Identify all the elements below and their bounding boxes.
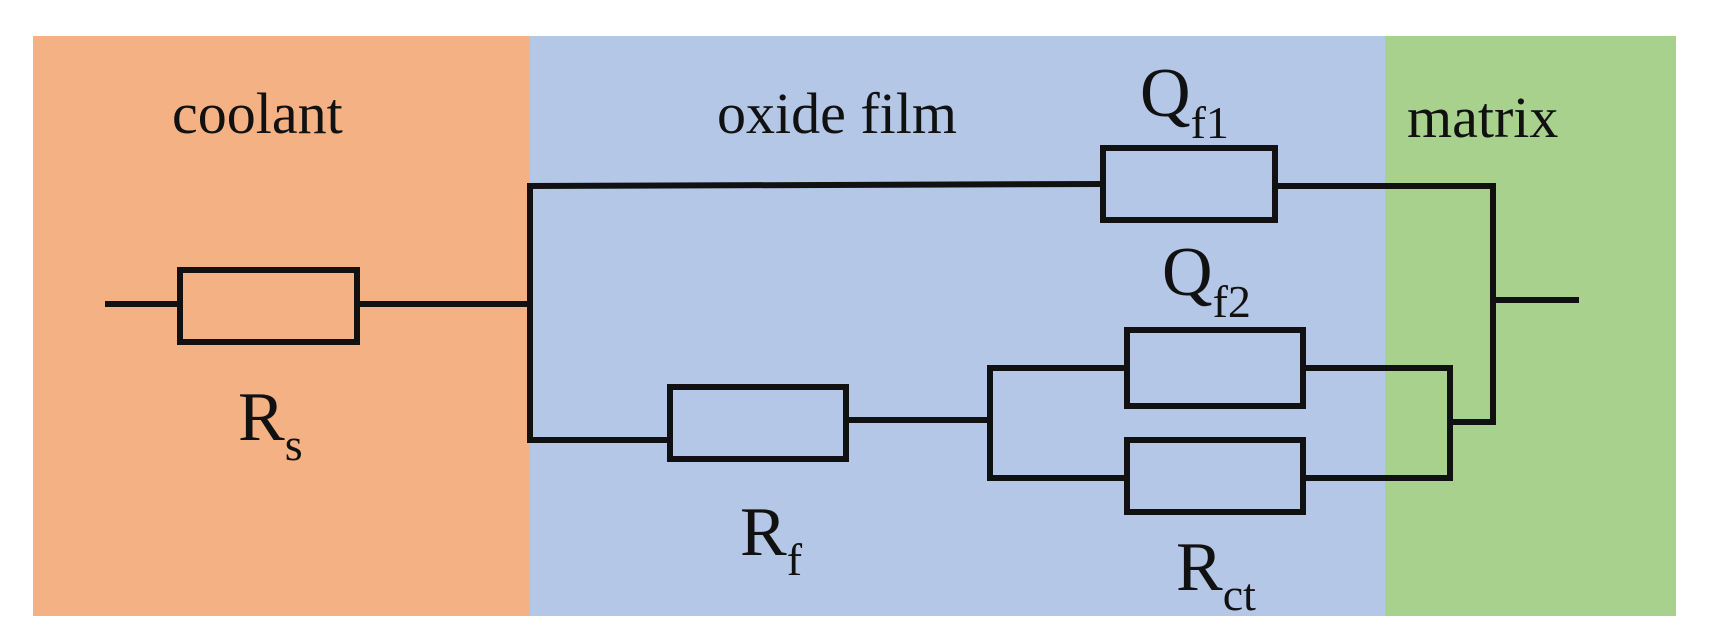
rs-label: Rs (238, 379, 303, 470)
qf2-element (1124, 327, 1306, 409)
rs-resistor (177, 267, 360, 345)
oxide-film-label: oxide film (717, 81, 957, 146)
qf1-label: Qf1 (1140, 55, 1229, 148)
qf2-label: Qf2 (1162, 234, 1251, 327)
coolant-label: coolant (172, 81, 343, 146)
rf-label: Rf (740, 494, 803, 585)
matrix-region (1385, 36, 1676, 616)
rct-resistor (1124, 437, 1306, 515)
matrix-label: matrix (1407, 85, 1558, 150)
rct-label: Rct (1176, 529, 1256, 620)
coolant-region (33, 36, 530, 616)
oxide-film-region (530, 36, 1385, 616)
qf1-element (1100, 145, 1278, 223)
circuit-wires (105, 180, 1579, 481)
rf-resistor (667, 384, 849, 462)
